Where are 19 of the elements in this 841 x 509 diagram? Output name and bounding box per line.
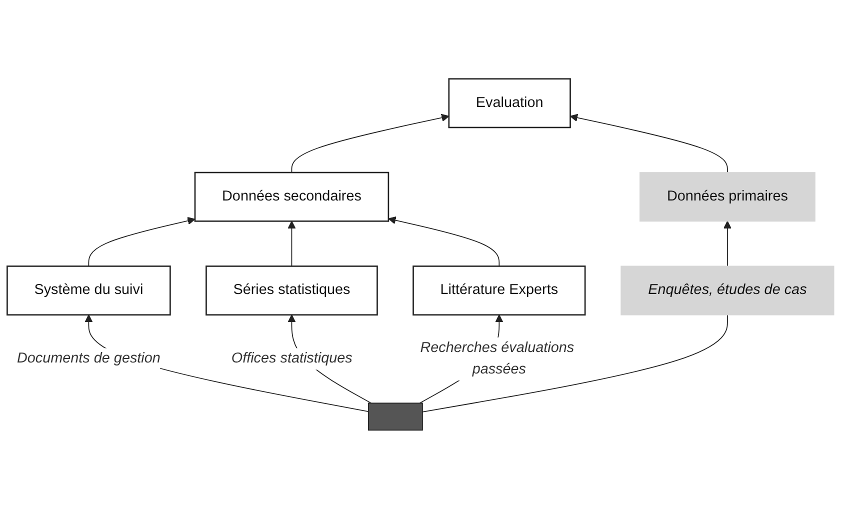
node-box: Données primaires (640, 172, 816, 222)
arrow (723, 220, 732, 267)
arrow (84, 314, 369, 412)
node-box: Evaluation (448, 78, 571, 128)
node-bar (368, 402, 423, 431)
connector (422, 314, 728, 412)
node-box: Littérature Experts (412, 266, 586, 316)
arrow (291, 114, 450, 173)
arrow (88, 216, 196, 267)
arrow (288, 220, 296, 267)
node-box: Séries statistiques (206, 266, 378, 316)
arrow (570, 114, 728, 173)
edge-label: Documents de gestion (16, 350, 160, 366)
node-box: Données secondaires (194, 172, 390, 222)
node-box: Système du suivi (6, 266, 171, 316)
edge-label: Offices statistiques (231, 350, 352, 366)
edge-label: Recherches évaluations passées (420, 340, 574, 378)
node-box: Enquêtes, études de cas (620, 266, 834, 316)
arrow (388, 216, 500, 267)
